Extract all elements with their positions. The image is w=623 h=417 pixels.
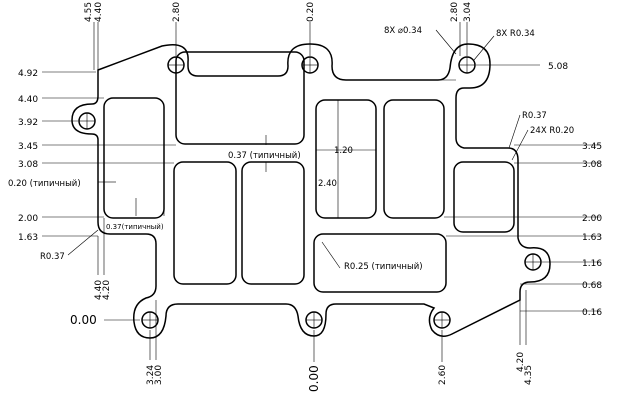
dim-y-508: 5.08 — [548, 62, 568, 72]
dim-y-345: 3.45 — [18, 142, 38, 152]
pocket-mid-right-tall — [315, 99, 377, 219]
dim-height-240: 2.40 — [318, 179, 337, 189]
callouts: 8X ⌀0.34 8X R0.34 R0.37 24X R0.20 R0.37 … — [8, 26, 574, 272]
dim-x-440-bottom: 4.40 — [94, 280, 104, 300]
dim-y-345-right: 3.45 — [582, 142, 602, 152]
pocket-mid-center — [241, 161, 305, 285]
dim-y-origin: 0.00 — [70, 313, 97, 327]
dim-y-016: 0.16 — [582, 308, 602, 318]
callout-hole-diameter: 8X ⌀0.34 — [384, 26, 422, 36]
dim-x-440-top: 4.40 — [94, 2, 104, 22]
dim-x-420-right: 4.20 — [516, 352, 526, 372]
dim-y-392: 3.92 — [18, 118, 38, 128]
callout-web-037-small: 0.37(типичный) — [106, 223, 164, 231]
pocket-right-tall — [383, 99, 445, 219]
callout-r025: R0.25 (типичный) — [344, 262, 423, 272]
callout-r037-left: R0.37 — [40, 252, 65, 262]
dim-width-120: 1.20 — [334, 146, 353, 156]
extension-lines — [42, 22, 600, 362]
center-lines — [79, 57, 541, 328]
pocket-far-right — [453, 161, 515, 233]
callout-r037-top: R0.37 — [522, 111, 547, 121]
pocket-mid-left — [173, 161, 237, 285]
pocket-bottom-right — [313, 233, 447, 293]
callout-web-020: 0.20 (типичный) — [8, 179, 81, 189]
part-outline — [71, 43, 551, 339]
dim-y-200-right: 2.00 — [582, 214, 602, 224]
dim-x-000: 0.00 — [307, 365, 321, 392]
dim-x-435: 4.35 — [524, 365, 534, 385]
dim-y-492: 4.92 — [18, 69, 38, 79]
dim-y-440: 4.40 — [18, 95, 38, 105]
pockets — [103, 51, 515, 293]
top-dimensions: 4.55 4.40 2.80 0.20 2.80 3.04 — [84, 2, 473, 22]
callout-web-037: 0.37 (типичный) — [228, 151, 301, 161]
right-dimensions: 5.08 3.45 3.08 2.00 1.63 1.16 0.68 0.16 — [548, 62, 602, 318]
dim-x-280-right: 2.80 — [450, 2, 460, 22]
dim-y-163-right: 1.63 — [582, 233, 602, 243]
dim-y-068: 0.68 — [582, 281, 602, 291]
dim-x-455: 4.55 — [84, 2, 94, 22]
pocket-top-left — [175, 51, 305, 145]
dim-x-280-left: 2.80 — [172, 2, 182, 22]
dim-y-163: 1.63 — [18, 233, 38, 243]
dim-y-200: 2.00 — [18, 214, 38, 224]
dim-x-304: 3.04 — [463, 2, 473, 22]
dim-x-324: 3.24 — [146, 365, 156, 385]
bottom-dimensions: 4.40 4.20 3.24 3.00 0.00 2.60 4.20 4.35 — [94, 280, 534, 392]
dim-y-308: 3.08 — [18, 160, 38, 170]
left-dimensions: 4.92 4.40 3.92 3.45 3.08 2.00 1.63 — [18, 69, 38, 243]
dim-y-116: 1.16 — [582, 259, 602, 269]
dim-x-300: 3.00 — [154, 365, 164, 385]
dim-x-420-left: 4.20 — [102, 280, 112, 300]
callout-r020: 24X R0.20 — [530, 126, 574, 136]
dim-y-308-right: 3.08 — [582, 160, 602, 170]
dim-x-260: 2.60 — [438, 365, 448, 385]
dim-x-020: 0.20 — [306, 2, 316, 22]
pocket-left-tall — [103, 97, 165, 219]
callout-hole-radius: 8X R0.34 — [496, 29, 535, 39]
